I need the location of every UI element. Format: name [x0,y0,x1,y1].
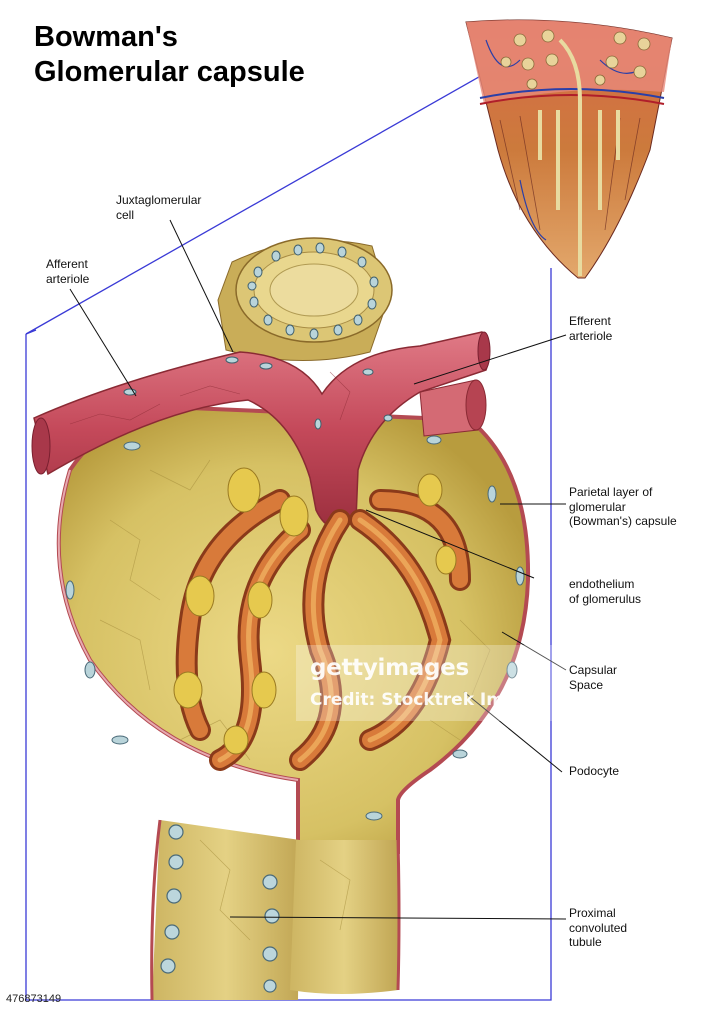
bowmans-capsule [56,405,531,854]
label-line: arteriole [46,271,90,286]
label-line: Juxtaglomerular [116,193,202,207]
label-line: (Bowman's) capsule [569,514,677,528]
label-juxtaglomerular-cell: Juxtaglomerular cell [116,193,201,222]
label-capsular-space: Capsular Space [569,663,617,692]
label-proximal-tubule: Proximal convoluted tubule [569,906,627,950]
leader-lines [69,219,567,920]
label-afferent-arteriole: Afferent arteriole [46,257,89,286]
label-line: Parietal layer of [569,485,653,499]
diagram-title: Bowman's Glomerular capsule [34,20,305,90]
distal-tubule-section [217,237,393,362]
stock-image-id: 476873149 [6,993,62,1005]
label-line: glomerular [569,499,626,514]
label-line: convoluted [569,920,628,935]
watermark-credit: Credit: Stocktrek Images [310,690,550,710]
label-line: of glomerulus [569,591,642,606]
podocytes [173,467,457,755]
title-line-2: Glomerular capsule [34,56,305,88]
label-line: Space [569,677,604,692]
watermark-brand: gettyimages [310,655,469,681]
label-line: Capsular [569,663,618,677]
label-line: arteriole [569,328,613,343]
label-line: Proximal [569,906,616,920]
label-podocyte: Podocyte [569,764,619,779]
label-line: cell [116,207,135,222]
proximal-tubule [150,819,401,1001]
label-line: Afferent [46,257,88,271]
label-endothelium: endothelium of glomerulus [569,577,641,606]
label-efferent-arteriole: Efferent arteriole [569,314,612,343]
arterioles [31,331,491,529]
label-line: tubule [569,935,602,949]
label-line: Podocyte [569,764,620,778]
watermark-band [296,645,708,721]
kidney-section-inset [465,19,673,279]
label-parietal-layer: Parietal layer of glomerular (Bowman's) … [569,485,677,529]
label-line: endothelium [569,577,635,591]
label-line: Efferent [569,314,611,328]
title-line-1: Bowman's [34,21,178,53]
efferent-arteriole-stub [419,379,487,437]
